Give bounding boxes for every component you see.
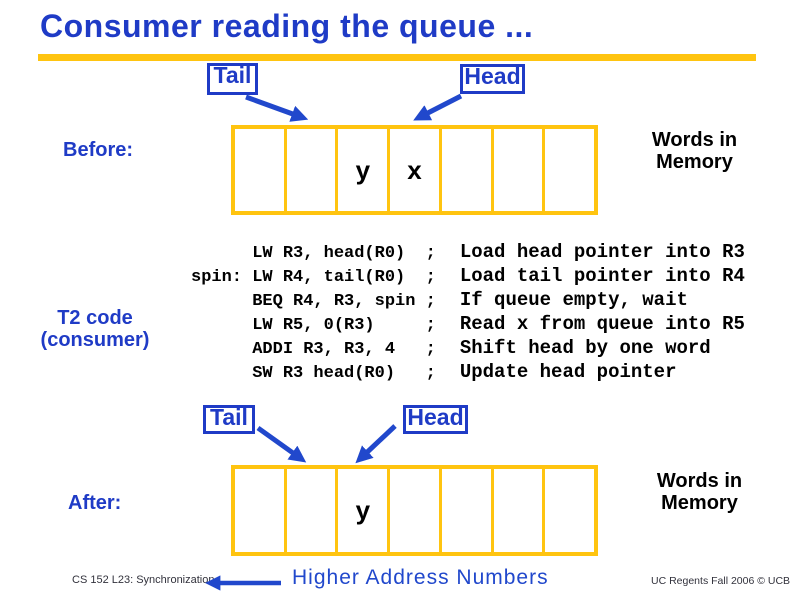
- words-in-memory-line2: Memory: [661, 492, 738, 514]
- tail-pointer-box-after: Tail: [203, 405, 255, 434]
- words-in-memory-line1: Words in: [651, 129, 738, 151]
- code-line: BEQ R4, R3, spin ; If queue empty, wait: [191, 289, 745, 313]
- queue-cell: y: [335, 469, 387, 552]
- code-comment: If queue empty, wait: [459, 289, 688, 311]
- t2-code-caption: T2 code (consumer): [15, 307, 175, 351]
- head-pointer-box-before: Head: [460, 64, 525, 94]
- after-label: After:: [68, 492, 122, 514]
- code-line: ADDI R3, R3, 4 ; Shift head by one word: [191, 337, 745, 361]
- before-label: Before:: [63, 139, 134, 161]
- code-comment: Shift head by one word: [459, 337, 711, 359]
- copyright-footer-text: UC Regents Fall 2006 © UCB: [651, 575, 791, 587]
- queue-cell: x: [387, 129, 439, 211]
- assembly-code-block: LW R3, head(R0) ; Load head pointer into …: [191, 241, 745, 385]
- code-instruction: BEQ R4, R3, spin ;: [191, 292, 436, 311]
- code-line: LW R3, head(R0) ; Load head pointer into …: [191, 241, 745, 265]
- code-line: SW R3 head(R0) ; Update head pointer: [191, 361, 745, 385]
- queue-cell: [387, 469, 439, 552]
- queue-cell: [490, 129, 543, 211]
- queue-cell: [283, 469, 336, 552]
- head-pointer-arrow-before: [413, 93, 463, 121]
- code-instruction: SW R3 head(R0) ;: [191, 364, 436, 383]
- code-line: spin: LW R4, tail(R0) ; Load tail pointer…: [191, 265, 745, 289]
- code-instruction: spin: LW R4, tail(R0) ;: [191, 268, 436, 287]
- code-comment: Read x from queue into R5: [459, 313, 745, 335]
- tail-pointer-box-before: Tail: [207, 63, 258, 95]
- tail-pointer-arrow-after: [256, 425, 307, 463]
- words-in-memory-label-before: Words in Memory: [612, 129, 777, 173]
- tail-pointer-label: Tail: [213, 62, 252, 88]
- code-comment: Update head pointer: [459, 361, 677, 383]
- head-pointer-label: Head: [407, 404, 464, 430]
- queue-after: y: [231, 465, 598, 556]
- t2-code-caption-line2: (consumer): [40, 329, 150, 351]
- code-instruction: ADDI R3, R3, 4 ;: [191, 340, 436, 359]
- queue-cell: [235, 129, 284, 211]
- head-pointer-box-after: Head: [403, 405, 468, 434]
- code-comment: Load tail pointer into R4: [459, 265, 745, 287]
- queue-cell: [235, 469, 284, 552]
- higher-address-label: Higher Address Numbers: [292, 566, 549, 589]
- course-footer-text: CS 152 L23: Synchronization: [72, 574, 215, 586]
- tail-pointer-label: Tail: [210, 404, 248, 430]
- code-instruction: LW R5, 0(R3) ;: [191, 316, 436, 335]
- code-instruction: LW R3, head(R0) ;: [191, 244, 436, 263]
- t2-code-caption-line1: T2 code: [57, 307, 133, 329]
- queue-cell: [438, 129, 491, 211]
- title-underline-bar: [38, 54, 756, 61]
- queue-cell: [283, 129, 336, 211]
- queue-cell: [542, 129, 594, 211]
- words-in-memory-label-after: Words in Memory: [617, 470, 782, 514]
- queue-cell: [490, 469, 543, 552]
- queue-cell: y: [335, 129, 387, 211]
- queue-cell: [542, 469, 594, 552]
- tail-pointer-arrow-before: [245, 94, 309, 122]
- words-in-memory-line2: Memory: [656, 151, 733, 173]
- page-title: Consumer reading the queue ...: [40, 8, 534, 44]
- head-pointer-label: Head: [464, 63, 521, 89]
- head-pointer-arrow-after: [355, 424, 397, 464]
- code-comment: Load head pointer into R3: [459, 241, 745, 263]
- words-in-memory-line1: Words in: [656, 470, 743, 492]
- code-line: LW R5, 0(R3) ; Read x from queue into R5: [191, 313, 745, 337]
- queue-cell: [438, 469, 491, 552]
